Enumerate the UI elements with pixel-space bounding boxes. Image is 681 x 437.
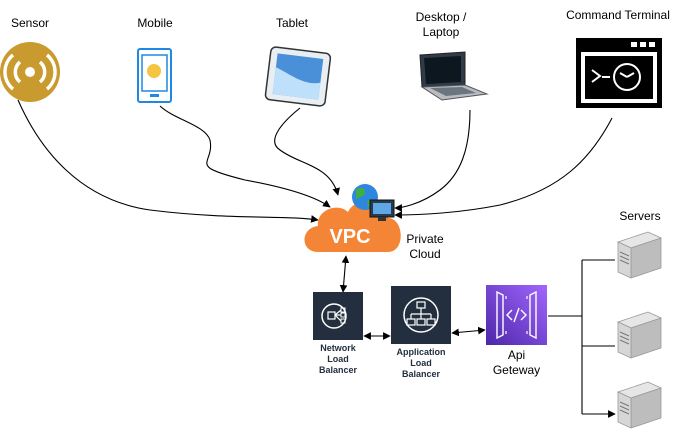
nlb-label-line2: Load [327, 354, 349, 364]
nlb-label-line3: Balancer [318, 365, 358, 375]
alb-label-line1: Application [396, 347, 446, 357]
alb-label-line2: Load [410, 358, 432, 368]
connector-desktop-vpc [394, 109, 471, 212]
connector-tablet-vpc [274, 107, 340, 196]
desktop-label-line1: Desktop / [415, 10, 467, 24]
alb-label-line3: Balancer [401, 369, 441, 379]
desktop-label-line2: Laptop [422, 25, 460, 39]
tablet-label: Tablet [275, 16, 309, 30]
mobile-label: Mobile [137, 16, 173, 30]
connector-terminal-vpc [394, 117, 613, 219]
connector-sensor-vpc [17, 99, 319, 223]
api-gateway-label-line1: Api [507, 348, 526, 362]
private-cloud-label-line2: Cloud [409, 247, 441, 261]
servers-label: Servers [619, 209, 661, 223]
sensor-label: Sensor [10, 16, 50, 30]
connector-api-servers [548, 259, 615, 414]
api-gateway-label-line2: Geteway [492, 363, 541, 377]
connector-mobile-vpc [159, 105, 331, 208]
private-cloud-label-line1: Private [406, 232, 444, 246]
vpc-text: VPC [329, 226, 371, 248]
nlb-label-line1: Network [320, 343, 356, 353]
connector-vpc-nlb [339, 255, 350, 293]
terminal-label: Command Terminal [566, 8, 670, 22]
connector-alb-api [451, 326, 486, 337]
